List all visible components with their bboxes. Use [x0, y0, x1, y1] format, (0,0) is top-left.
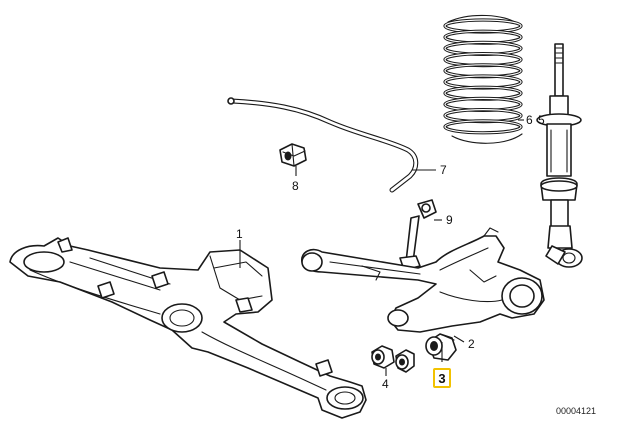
link-rod[interactable] [399, 199, 437, 271]
spring-coil-highlight [444, 120, 522, 134]
part-numbers: 1 2 4 5 6 7 8 9 [236, 113, 545, 391]
leader-lines [239, 119, 524, 376]
mount-pair[interactable] [371, 345, 415, 373]
trailing-arm[interactable] [301, 227, 545, 333]
label-shock-absorber: 5 [538, 113, 545, 127]
highlighted-part-number: 3 [438, 370, 446, 386]
coil-spring[interactable] [443, 14, 523, 144]
label-stabilizer-bushing: 8 [292, 179, 299, 193]
axle-carrier[interactable] [9, 237, 367, 419]
highlighted-part-callout[interactable]: 3 [433, 368, 451, 388]
label-link-rod: 9 [446, 213, 453, 227]
label-coil-spring: 6 [526, 113, 533, 127]
rubber-mount[interactable] [425, 333, 457, 361]
label-trailing-arm: 2 [468, 337, 475, 351]
label-stabilizer-bar: 7 [440, 163, 447, 177]
diagram-id: 00004121 [556, 406, 597, 416]
shock-absorber[interactable] [536, 43, 583, 268]
stabilizer-bushing[interactable] [279, 143, 307, 167]
label-mount-pair: 4 [382, 377, 389, 391]
label-axle-carrier: 1 [236, 227, 243, 241]
stabilizer-bar[interactable] [227, 97, 419, 193]
